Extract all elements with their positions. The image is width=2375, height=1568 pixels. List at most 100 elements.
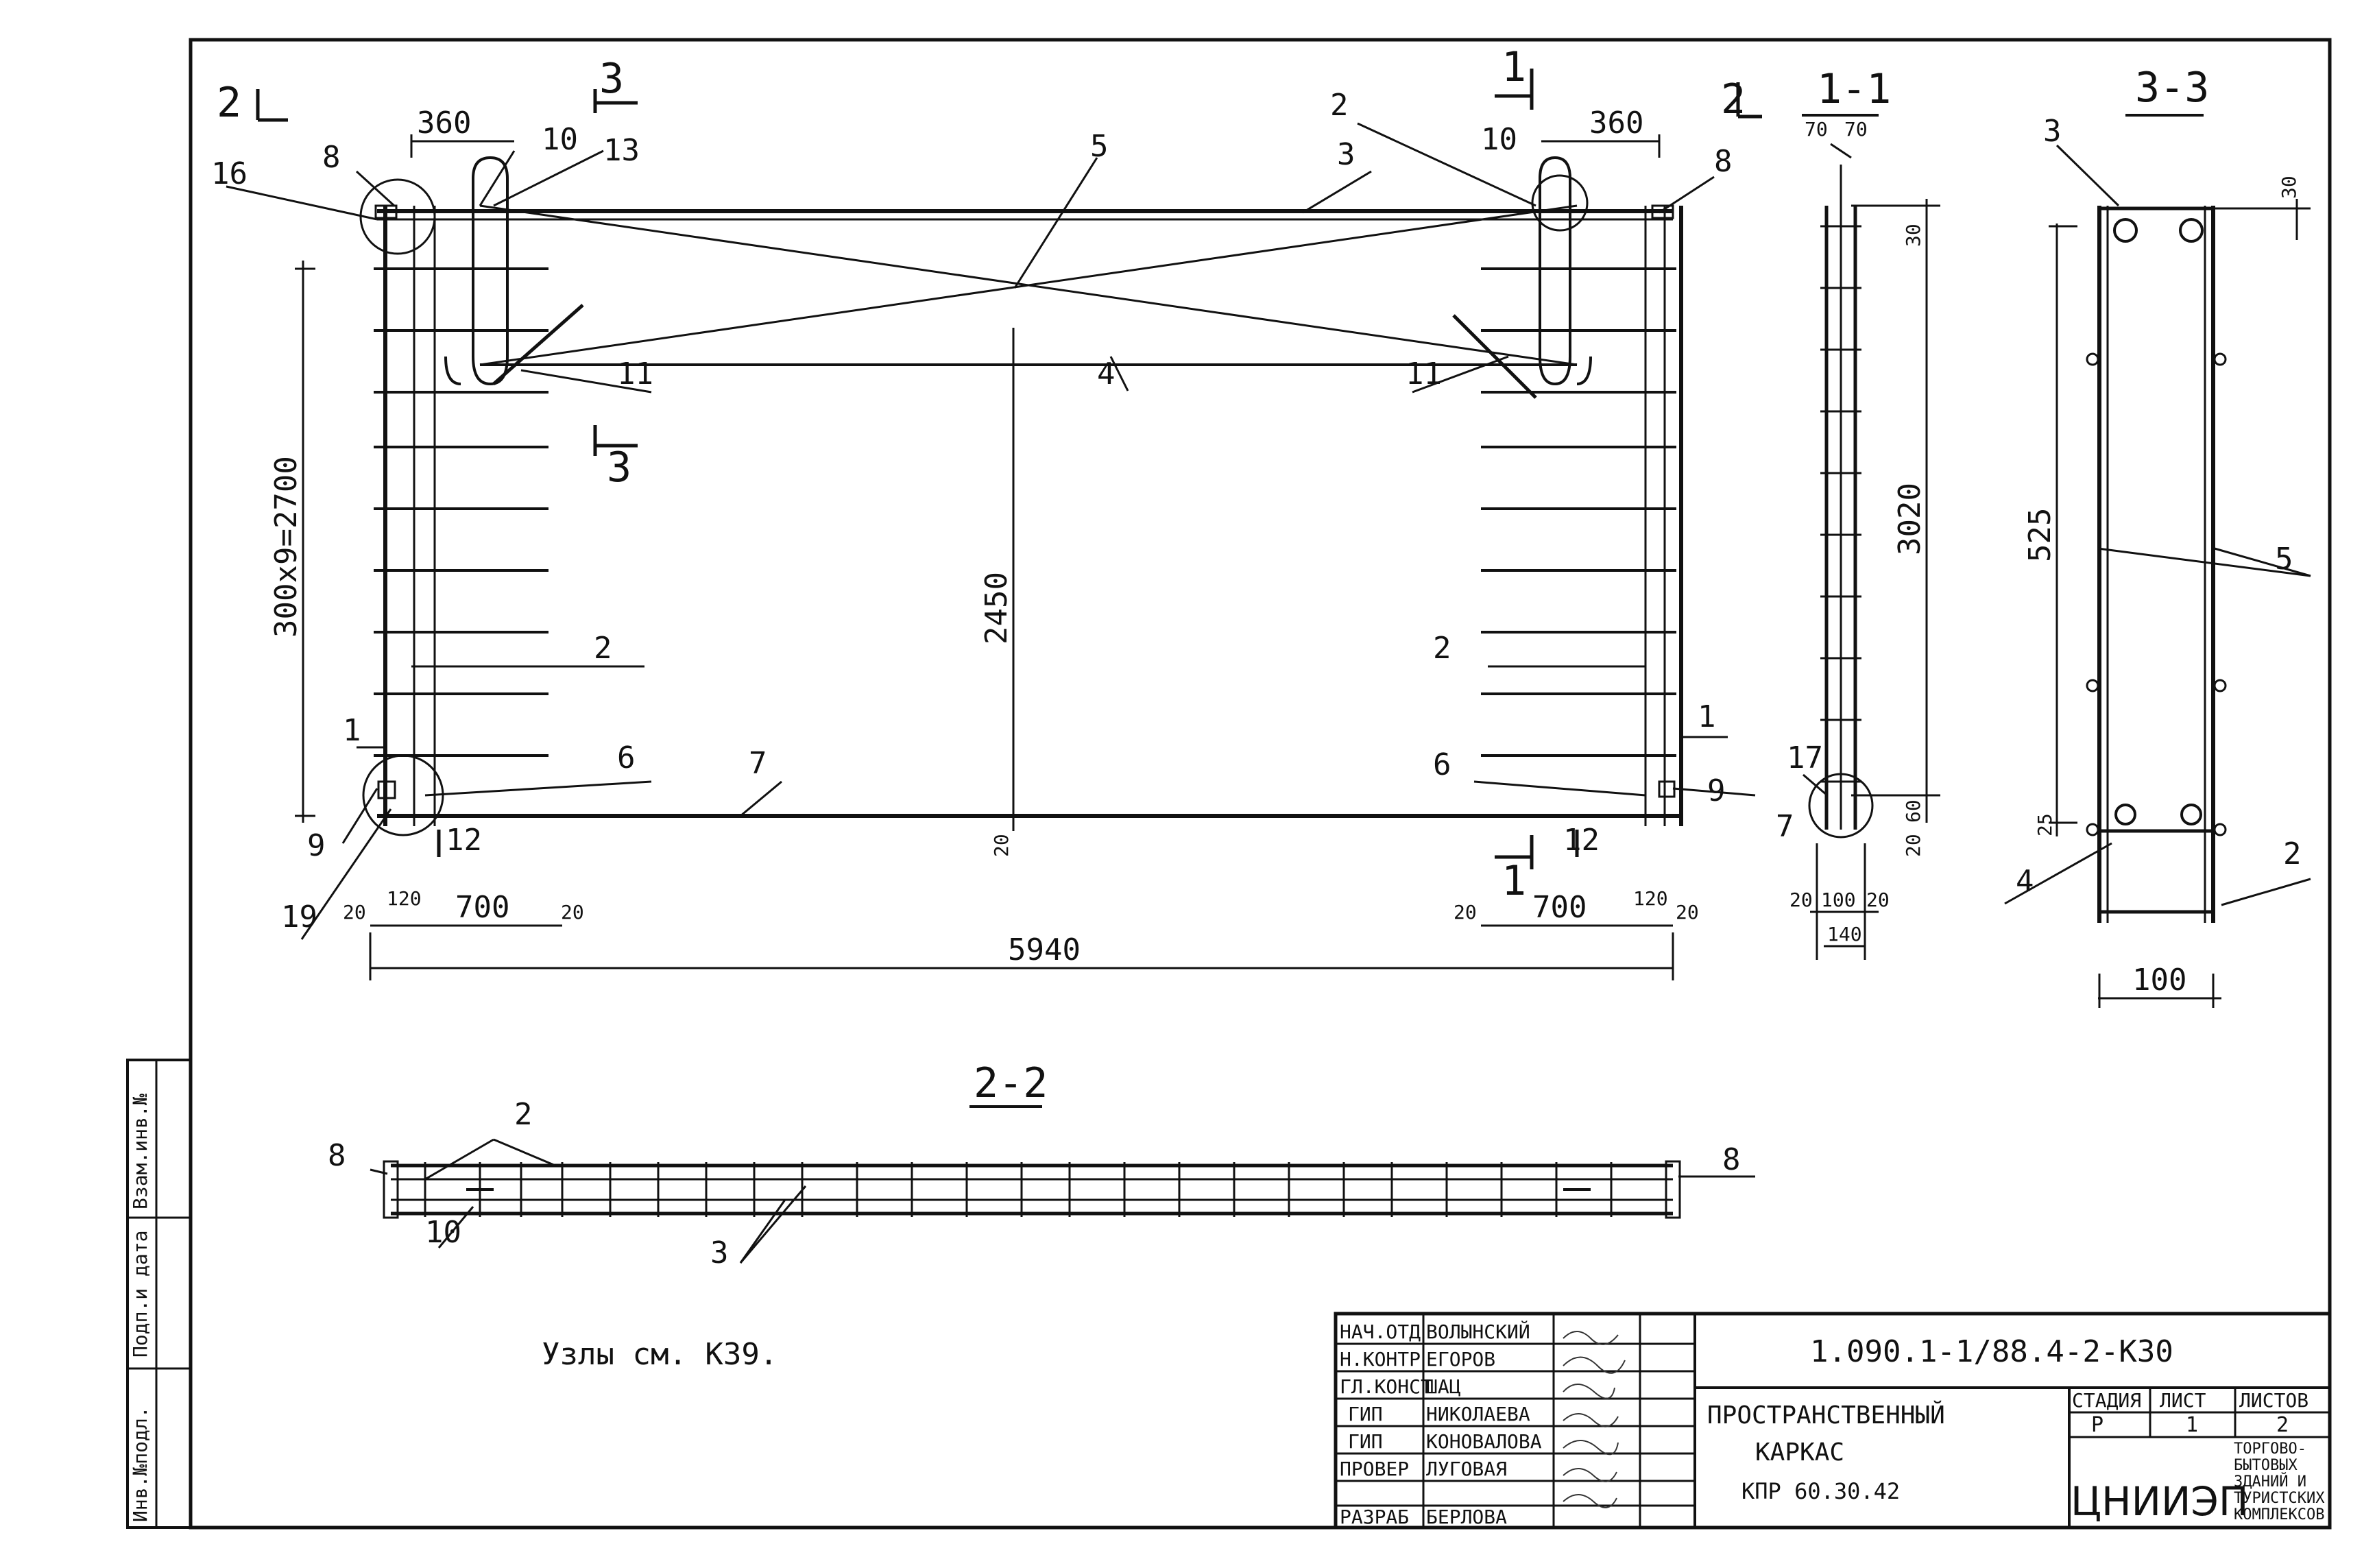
tb-sheets: 2 xyxy=(2276,1413,2289,1437)
tb-role-4: ГИП xyxy=(1348,1430,1383,1453)
s1-dim-60: 60 xyxy=(1902,799,1925,823)
s3-dim-25: 25 xyxy=(2034,813,2056,836)
title-block xyxy=(1334,1312,2332,1530)
s1-dim-70-a: 70 xyxy=(1805,118,1828,141)
tb-name-4: КОНОВАЛОВА xyxy=(1426,1430,1542,1453)
section-2-2 xyxy=(370,1105,1755,1264)
s3-pos-3: 3 xyxy=(2043,114,2062,149)
tb-org-desc-4: КОМПЛЕКСОВ xyxy=(2234,1506,2324,1523)
tb-org-desc-2: ЗДАНИЙ И xyxy=(2234,1473,2306,1491)
section-title-1-1: 1-1 xyxy=(1817,65,1891,113)
s3-dim-30: 30 xyxy=(2278,176,2300,199)
dim-360-left: 360 xyxy=(417,106,471,141)
pos-16: 16 xyxy=(211,156,248,191)
side-stamp-sign: Подп.и дата xyxy=(129,1231,152,1358)
tb-title-line-2: КАРКАС xyxy=(1755,1438,1844,1467)
dim-20-bottom: 20 xyxy=(990,834,1013,857)
tb-name-5: ЛУГОВАЯ xyxy=(1426,1458,1507,1480)
s1-dim-140: 140 xyxy=(1827,923,1862,945)
pos-2-left: 2 xyxy=(594,631,612,666)
s2-pos-8-left: 8 xyxy=(328,1138,346,1173)
dim-20-right-b: 20 xyxy=(1676,901,1699,924)
section-3-3 xyxy=(2004,114,2311,1008)
pos-8-right: 8 xyxy=(1714,144,1733,179)
pos-12-left: 12 xyxy=(446,823,482,858)
pos-19: 19 xyxy=(281,900,317,934)
s2-pos-8-right: 8 xyxy=(1722,1142,1741,1177)
s1-dim-20-b: 20 xyxy=(1866,889,1890,911)
nodes-note: Узлы см. К39. xyxy=(542,1337,777,1372)
s3-dim-525: 525 xyxy=(2023,508,2058,562)
main-view xyxy=(226,69,1762,980)
pos-7: 7 xyxy=(749,746,767,781)
s1-dim-30: 30 xyxy=(1902,224,1925,247)
tb-stage: Р xyxy=(2091,1413,2103,1437)
s2-pos-2: 2 xyxy=(514,1097,533,1132)
tb-org-desc-1: БЫТОВЫХ xyxy=(2234,1457,2298,1474)
tb-title-line-3: КПР 60.30.42 xyxy=(1741,1478,1900,1504)
tb-sheet-header: ЛИСТ xyxy=(2160,1389,2206,1412)
pos-11-right: 11 xyxy=(1406,357,1442,391)
tb-role-3: ГИП xyxy=(1348,1403,1383,1425)
section-2-2-text: 2-2 8 8 2 10 3 xyxy=(328,1059,1741,1270)
s3-pos-2: 2 xyxy=(2283,836,2302,871)
pos-10-right: 10 xyxy=(1481,122,1517,157)
cut-marker-1-top: 1 xyxy=(1502,43,1526,91)
cut-marker-1-bottom: 1 xyxy=(1502,857,1526,905)
tb-role-6: РАЗРАБ xyxy=(1340,1506,1409,1528)
tb-name-0: ВОЛЫНСКИЙ xyxy=(1426,1320,1530,1343)
s1-pos-17: 17 xyxy=(1787,740,1823,775)
pos-11-left: 11 xyxy=(617,357,653,391)
s1-dim-20-v: 20 xyxy=(1902,834,1925,857)
s1-dim-70-b: 70 xyxy=(1844,118,1868,141)
tb-title-line-1: ПРОСТРАНСТВЕННЫЙ xyxy=(1707,1401,1945,1430)
tb-name-2: ШАЦ xyxy=(1426,1375,1461,1398)
s1-dim-100: 100 xyxy=(1821,889,1856,911)
section-1-1-text: 1-1 70 70 30 3020 60 20 20 100 20 140 17… xyxy=(1776,65,1927,945)
pos-13: 13 xyxy=(603,133,640,168)
pos-9-right: 9 xyxy=(1707,773,1726,808)
pos-1-left: 1 xyxy=(343,713,361,748)
section-title-2-2: 2-2 xyxy=(974,1059,1048,1107)
section-title-3-3: 3-3 xyxy=(2135,64,2209,112)
s2-pos-3: 3 xyxy=(710,1235,729,1270)
side-stamp-inv: Инв.№подл. xyxy=(129,1406,152,1522)
section-3-3-text: 3-3 3 30 525 25 5 4 2 100 xyxy=(2016,64,2302,998)
tb-role-5: ПРОВЕР xyxy=(1340,1458,1409,1480)
dim-20-left-b: 20 xyxy=(561,901,584,924)
dim-700-left: 700 xyxy=(455,890,509,925)
dim-pitch: 300x9=2700 xyxy=(269,456,304,638)
dim-2450: 2450 xyxy=(979,572,1014,644)
title-block-signatures xyxy=(1563,1331,1626,1508)
pos-2-top: 2 xyxy=(1330,88,1349,123)
dim-360-right: 360 xyxy=(1589,106,1643,141)
tb-role-2: ГЛ.КОНСТ xyxy=(1340,1375,1432,1398)
dim-120-right: 120 xyxy=(1633,887,1668,910)
dim-5940: 5940 xyxy=(1008,932,1081,967)
pos-10-left: 10 xyxy=(542,122,578,157)
tb-stage-header: СТАДИЯ xyxy=(2072,1389,2141,1412)
tb-name-6: БЕРЛОВА xyxy=(1426,1506,1507,1528)
pos-5: 5 xyxy=(1090,129,1109,164)
dim-20-left-a: 20 xyxy=(343,901,366,924)
s1-dim-20-a: 20 xyxy=(1789,889,1813,911)
tb-org-logo: ЦНИИЭП xyxy=(2071,1478,2249,1525)
tb-org-desc-0: ТОРГОВО- xyxy=(2234,1440,2306,1458)
tb-sheet: 1 xyxy=(2186,1413,2198,1437)
cut-marker-3-bottom: 3 xyxy=(607,444,631,492)
s3-pos-5: 5 xyxy=(2275,542,2293,577)
side-stamp-replace: Взам.инв.№ xyxy=(129,1094,152,1209)
dim-20-right-a: 20 xyxy=(1454,901,1477,924)
cut-marker-2-right: 2 xyxy=(1721,75,1746,123)
pos-3: 3 xyxy=(1337,137,1355,172)
side-stamp: Инв.№подл. Подп.и дата Взам.инв.№ xyxy=(129,1094,152,1522)
pos-8-left: 8 xyxy=(322,140,341,175)
s1-pos-7: 7 xyxy=(1776,809,1794,844)
tb-name-3: НИКОЛАЕВА xyxy=(1426,1403,1530,1425)
pos-12-right: 12 xyxy=(1563,823,1600,858)
dim-700-right: 700 xyxy=(1532,890,1587,925)
pos-6-right: 6 xyxy=(1433,747,1451,782)
tb-code: 1.090.1-1/88.4-2-К30 xyxy=(1810,1334,2173,1369)
title-block-text: НАЧ.ОТД ВОЛЫНСКИЙ Н.КОНТР ЕГОРОВ ГЛ.КОНС… xyxy=(1340,1320,2325,1528)
